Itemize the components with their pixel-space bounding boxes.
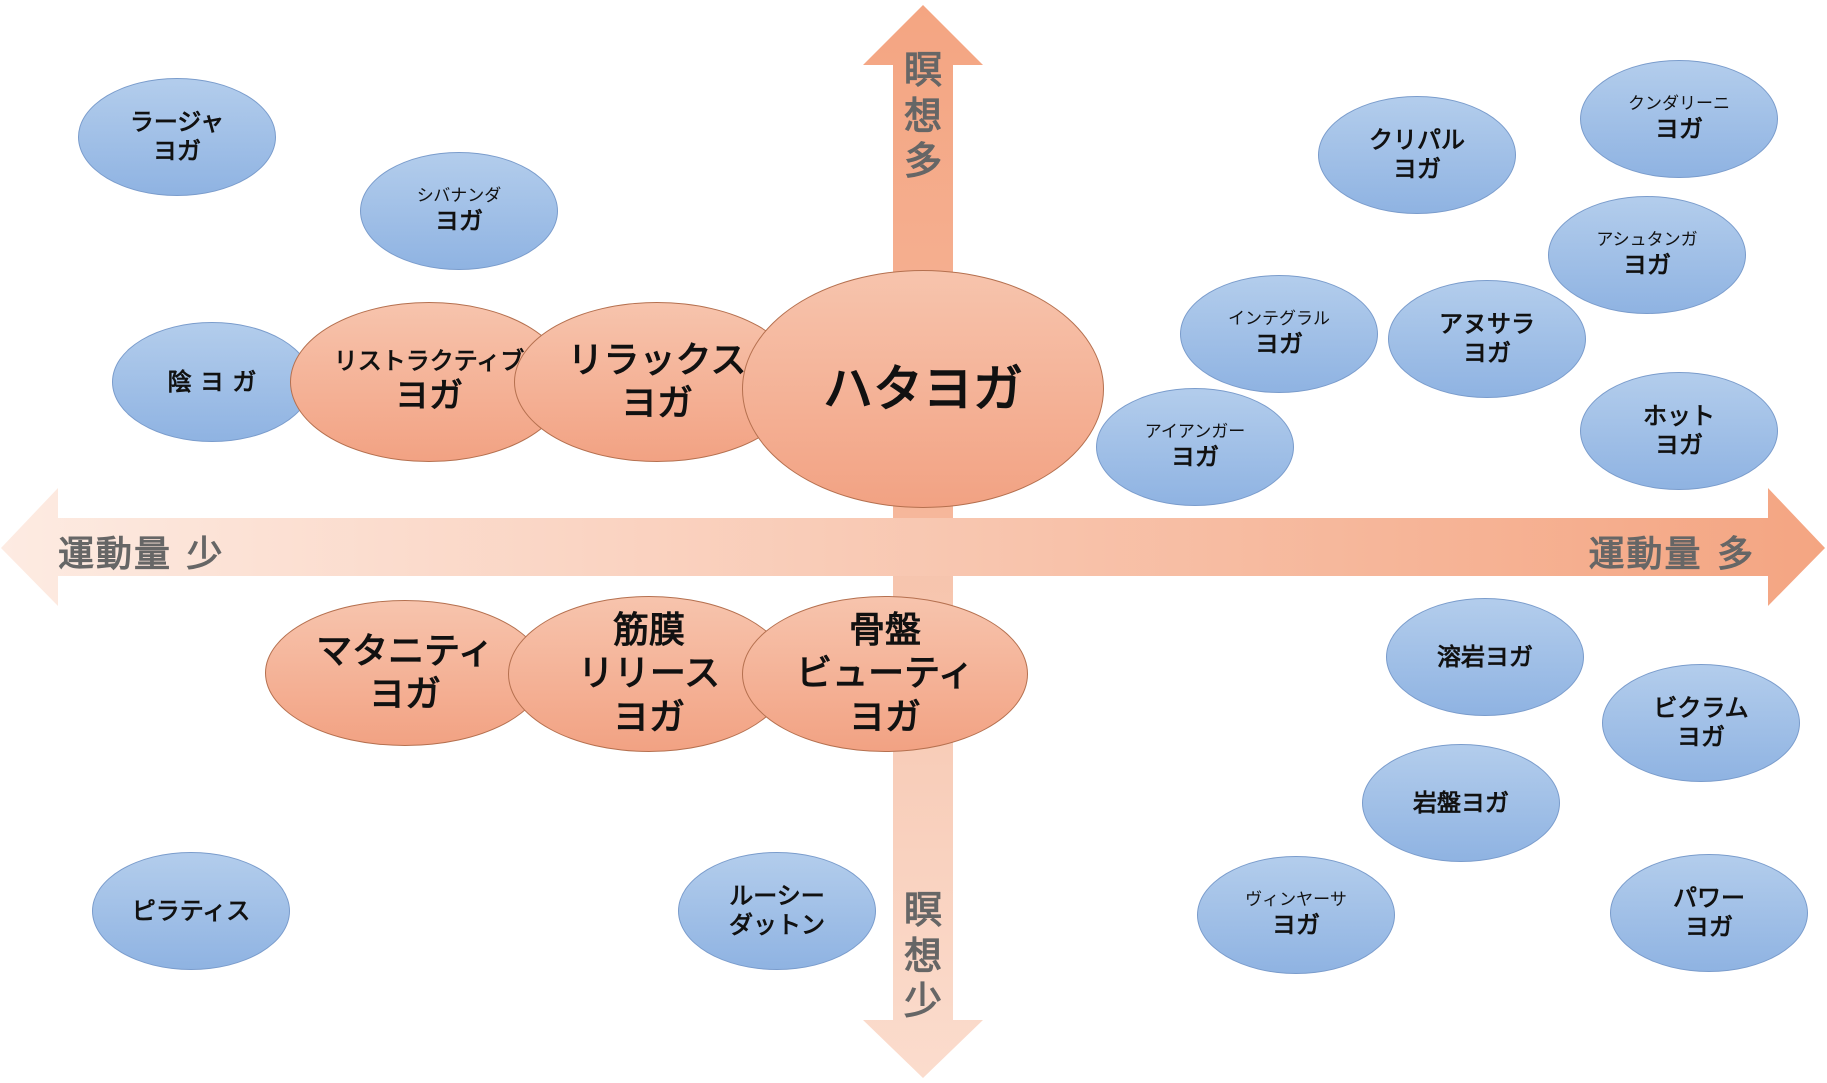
- bubble-label: ホット: [1643, 402, 1715, 431]
- hatha-yoga-bubble: ハタヨガ: [742, 270, 1104, 508]
- bubble-label: ヨガ: [848, 696, 921, 738]
- bubble-label: 骨盤: [848, 610, 921, 652]
- bubble-label: ヨガ: [612, 696, 685, 738]
- anusara-yoga-bubble: アヌサラ ヨガ: [1388, 280, 1586, 398]
- bubble-label: ヨガ: [368, 674, 441, 715]
- vinyasa-yoga-bubble: ヴィンヤーサ ヨガ: [1197, 856, 1395, 974]
- bubble-label: ヨガ: [395, 376, 463, 416]
- lava-yoga-bubble: 溶岩ヨガ: [1386, 598, 1584, 716]
- axis-bottom-char: 瞑: [903, 888, 942, 932]
- shivananda-yoga-bubble: シバナンダ ヨガ: [360, 152, 558, 270]
- bubble-label: ダットン: [729, 911, 825, 939]
- bubble-label: アシュタンガ: [1596, 230, 1698, 251]
- axis-top-char: 多: [903, 139, 942, 184]
- kripalu-yoga-bubble: クリパル ヨガ: [1318, 96, 1516, 214]
- ashtanga-yoga-bubble: アシュタンガ ヨガ: [1548, 196, 1746, 314]
- axis-top-label: 瞑 想 多: [893, 48, 953, 185]
- bedrock-yoga-bubble: 岩盤ヨガ: [1362, 744, 1560, 862]
- bubble-label: ピラティス: [131, 896, 251, 925]
- bubble-label: ヨガ: [1463, 339, 1511, 367]
- bubble-label: ヨガ: [1171, 442, 1219, 471]
- power-yoga-bubble: パワー ヨガ: [1610, 854, 1808, 972]
- bubble-label: ヨガ: [1393, 155, 1441, 183]
- bikram-yoga-bubble: ビクラム ヨガ: [1602, 664, 1800, 782]
- pilates-bubble: ピラティス: [92, 852, 290, 970]
- bubble-label: リストラクティブ: [333, 347, 525, 376]
- bubble-label: ビューティ: [796, 653, 974, 695]
- bubble-label: ヴィンヤーサ: [1245, 890, 1347, 911]
- bubble-label: ヨガ: [1272, 910, 1320, 939]
- bubble-label: 筋膜: [612, 610, 685, 652]
- bubble-label: ビクラム: [1653, 694, 1749, 723]
- bubble-label: リリース: [577, 653, 721, 695]
- bubble-label: リラックス: [567, 339, 747, 381]
- hot-yoga-bubble: ホット ヨガ: [1580, 372, 1778, 490]
- bubble-label: クリパル: [1369, 126, 1465, 155]
- axis-bottom-char: 想: [903, 933, 942, 978]
- raja-yoga-bubble: ラージャ ヨガ: [78, 78, 276, 196]
- kundalini-yoga-bubble: クンダリーニ ヨガ: [1580, 60, 1778, 178]
- bubble-label: ヨガ: [1655, 431, 1703, 459]
- bubble-label: ヨガ: [435, 206, 483, 235]
- bubble-label: シバナンダ: [416, 186, 502, 207]
- pelvis-beauty-yoga-bubble: 骨盤 ビューティ ヨガ: [742, 596, 1028, 752]
- axis-right-label: 運動量 多: [1588, 534, 1755, 575]
- bubble-label: ヨガ: [1623, 250, 1671, 279]
- iyengar-yoga-bubble: アイアンガー ヨガ: [1096, 388, 1294, 506]
- bubble-label: ヨガ: [1255, 329, 1303, 358]
- bubble-label: ヨガ: [1677, 723, 1725, 751]
- axis-bottom-char: 少: [903, 979, 942, 1024]
- bubble-label: アヌサラ: [1439, 310, 1535, 339]
- bubble-label: ハタヨガ: [823, 360, 1023, 418]
- bubble-label: ヨガ: [620, 383, 693, 424]
- bubble-label: 陰 ヨ ガ: [167, 367, 257, 396]
- bubble-label: 溶岩ヨガ: [1437, 642, 1533, 671]
- bubble-label: ヨガ: [1685, 913, 1733, 941]
- bubble-label: ラージャ: [129, 108, 225, 137]
- bubble-label: マタニティ: [316, 630, 494, 672]
- integral-yoga-bubble: インテグラル ヨガ: [1180, 275, 1378, 393]
- bubble-label: インテグラル: [1228, 309, 1330, 330]
- axis-top-char: 瞑: [903, 48, 942, 92]
- bubble-label: ヨガ: [1655, 114, 1703, 143]
- bubble-label: アイアンガー: [1144, 422, 1246, 443]
- maternity-yoga-bubble: マタニティ ヨガ: [265, 600, 545, 746]
- yin-yoga-bubble: 陰 ヨ ガ: [112, 322, 312, 442]
- horizontal-axis: [1, 488, 1825, 606]
- bubble-label: 岩盤ヨガ: [1413, 788, 1509, 817]
- bubble-label: ヨガ: [153, 137, 201, 165]
- axis-top-char: 想: [903, 93, 942, 138]
- bubble-label: ルーシー: [729, 882, 825, 911]
- axis-bottom-label: 瞑 想 少: [893, 888, 953, 1025]
- bubble-label: クンダリーニ: [1628, 94, 1730, 115]
- axis-left-label: 運動量 少: [58, 534, 225, 575]
- lucy-dutton-bubble: ルーシー ダットン: [678, 852, 876, 970]
- bubble-label: パワー: [1673, 884, 1745, 913]
